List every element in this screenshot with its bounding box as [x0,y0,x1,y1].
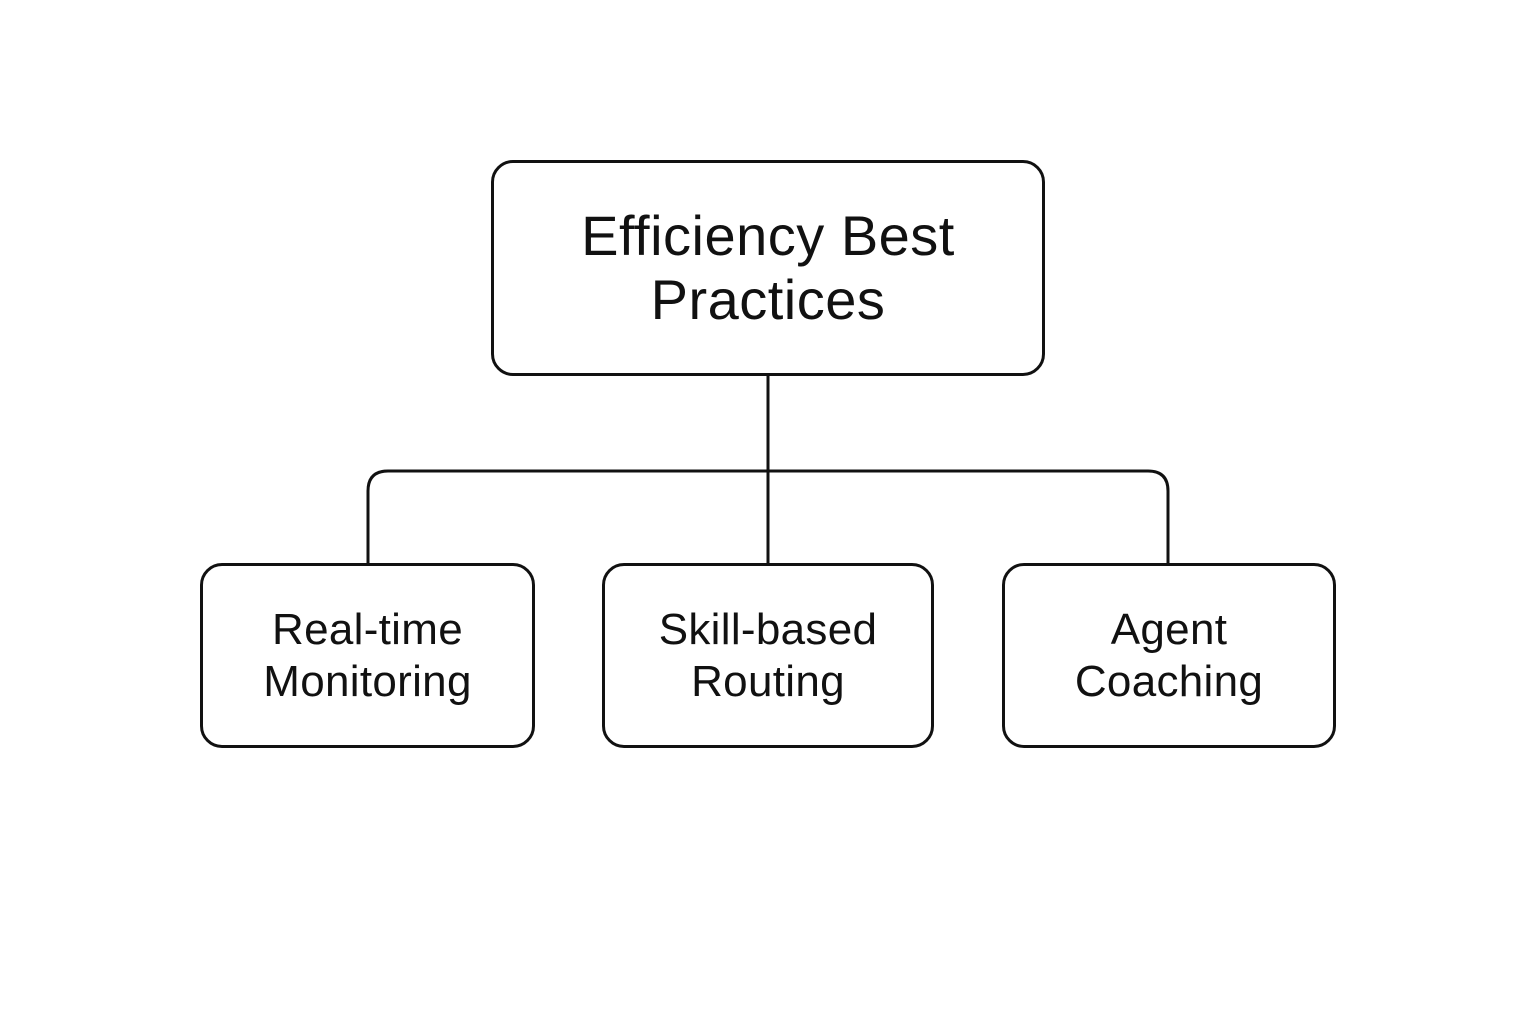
connector-left-branch [366,469,770,565]
child-node-label-line-1: Skill-based [658,604,878,654]
child-node-label-line-2: Routing [691,656,845,706]
child-node-label-line-2: Monitoring [263,656,472,706]
root-node-efficiency-best-practices: Efficiency Best Practices [491,160,1045,376]
child-node-real-time-monitoring: Real-time Monitoring [200,563,535,748]
child-node-agent-coaching: Agent Coaching [1002,563,1336,748]
child-node-label-line-1: Real-time [272,604,463,654]
child-node-label-line-2: Coaching [1074,656,1264,706]
root-node-label-line-2: Practices [650,268,886,331]
child-node-skill-based-routing: Skill-based Routing [602,563,934,748]
child-node-label-line-1: Agent [1110,604,1228,654]
connector-right-branch [766,469,1170,565]
root-node-label-line-1: Efficiency Best [581,204,955,267]
